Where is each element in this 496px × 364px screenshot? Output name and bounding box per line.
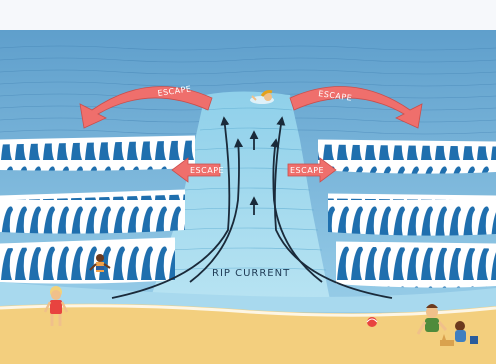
escape-label-mid-left: ESCAPE [190, 166, 224, 175]
waves-right [318, 142, 496, 288]
escape-label-mid-right: ESCAPE [290, 166, 324, 175]
rip-current-label: RIP CURRENT [212, 268, 290, 279]
beach-ball-icon [367, 317, 377, 327]
waves-left [0, 138, 195, 284]
